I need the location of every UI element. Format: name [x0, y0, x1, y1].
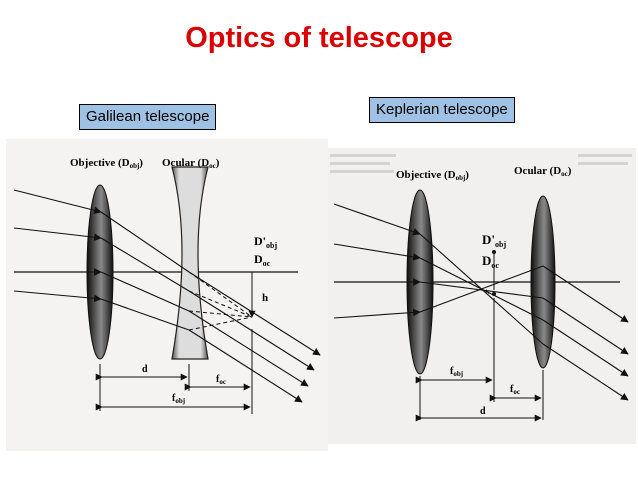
ray-4a — [333, 308, 421, 319]
galilean-label: Galilean telescope — [79, 104, 217, 130]
ocular-label: Ocular (Doc) — [162, 157, 220, 170]
objective-label: Objective (Dobj) — [396, 169, 469, 182]
ray-4a — [13, 290, 102, 303]
page-title: Optics of telescope — [185, 22, 453, 54]
dashed-ray-4 — [188, 316, 253, 331]
keplerian-label: Keplerian telescope — [369, 97, 515, 123]
d-label: d — [480, 406, 486, 417]
objective-label: Objective (Dobj) — [70, 157, 143, 170]
scan-noise — [578, 154, 632, 157]
keplerian-diagram: h D'obj Doc Objective (Dobj) Ocular (Doc… — [328, 148, 636, 444]
ray-1b — [100, 211, 190, 273]
d-oc-label: Doc — [254, 252, 271, 268]
d-label: d — [142, 364, 148, 375]
d-prime-obj-label: D'obj — [482, 232, 506, 249]
scan-background — [328, 148, 636, 444]
h-label: h — [262, 292, 268, 304]
ray-3b — [100, 271, 190, 312]
f-oc-label: foc — [510, 384, 520, 396]
out-ray-4 — [188, 329, 303, 403]
ray-4b — [419, 265, 544, 313]
ray-2a — [333, 243, 421, 261]
h-label: h — [486, 290, 489, 296]
out-ray-1 — [542, 343, 629, 401]
f-obj-label: fobj — [450, 366, 463, 378]
ray-3b — [419, 281, 544, 299]
out-ray-3 — [542, 297, 629, 355]
galilean-diagram: h D'obj Doc Objective (Dobj) Ocular (Doc… — [6, 139, 328, 451]
ray-4b — [100, 298, 190, 331]
scan-noise — [330, 162, 390, 165]
focal-dot-top — [492, 250, 496, 254]
dashed-ray-2 — [188, 290, 253, 318]
out-ray-4 — [542, 265, 629, 323]
dashed-ray-1 — [188, 271, 253, 318]
ray-1a — [13, 189, 102, 215]
d-oc-label: Doc — [482, 253, 499, 270]
dashed-ray-3 — [188, 310, 253, 318]
focal-dot-bottom — [492, 292, 496, 296]
ray-2b — [100, 237, 190, 292]
f-obj-label: fobj — [172, 393, 185, 405]
scan-noise — [330, 170, 394, 173]
ray-2a — [13, 227, 102, 242]
out-ray-2 — [542, 319, 629, 377]
scan-noise — [330, 154, 396, 157]
out-ray-3 — [188, 310, 309, 387]
ray-1a — [333, 203, 421, 236]
ocular-label: Ocular (Doc) — [514, 165, 572, 178]
f-oc-label: foc — [216, 374, 226, 386]
ocular-lens — [530, 195, 556, 369]
d-prime-obj-label: D'obj — [254, 234, 277, 250]
ocular-lens — [171, 166, 209, 360]
scan-noise — [578, 162, 628, 165]
